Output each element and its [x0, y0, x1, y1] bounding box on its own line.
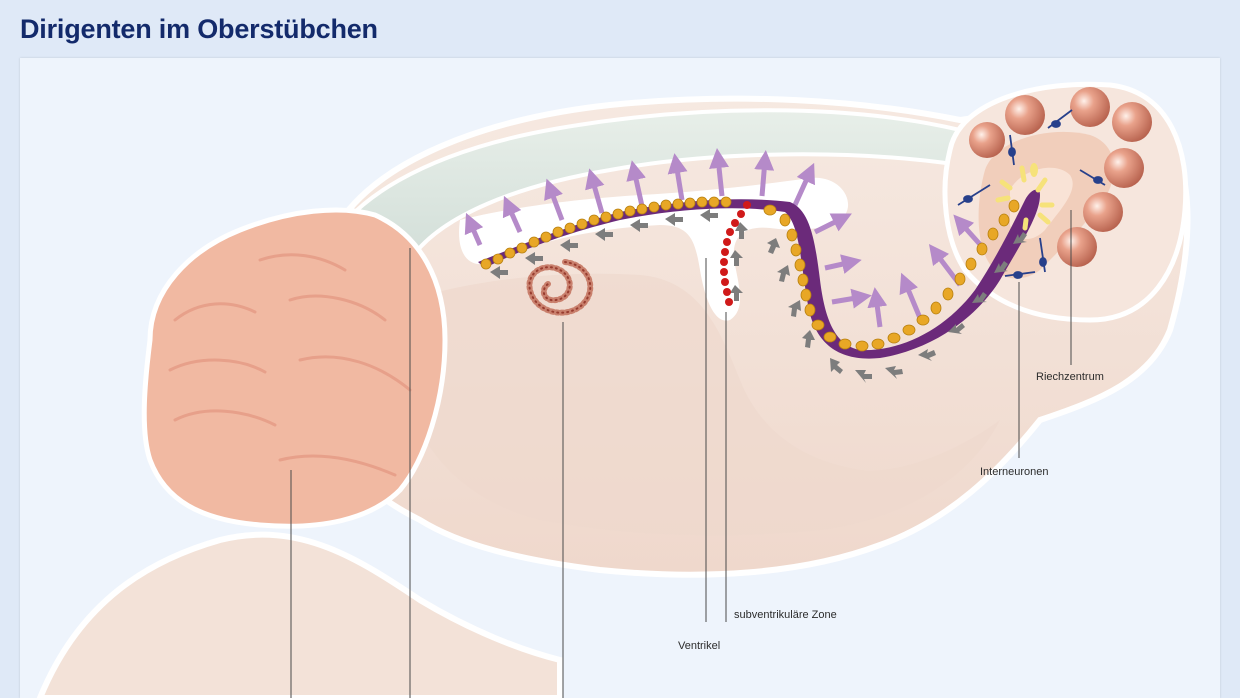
label-subventrikulaere-zone: subventrikuläre Zone [734, 609, 837, 621]
flow-arrows [490, 209, 1027, 383]
interneuron-1 [1047, 109, 1073, 129]
brain-inner [404, 273, 1001, 536]
leader-lines [290, 210, 1072, 698]
label-ventrikel: Ventrikel [678, 640, 721, 652]
interneuron-4 [957, 184, 991, 206]
label-riechzentrum: Riechzentrum [1036, 371, 1104, 383]
interneuron-5 [1039, 237, 1047, 273]
brain-stem [36, 531, 563, 698]
radial-arrows [464, 148, 987, 328]
label-interneuronen: Interneuronen [980, 466, 1049, 478]
interneuron-2 [1008, 134, 1016, 166]
migrating-cells [480, 196, 1020, 352]
glow-cell [1030, 163, 1038, 177]
svz-cells [720, 201, 751, 306]
glow-rays [995, 165, 1055, 231]
page-title: Dirigenten im Oberstübchen [20, 14, 378, 44]
interneurons [957, 109, 1106, 279]
cerebellum [141, 207, 448, 529]
interneuron-3 [1079, 169, 1106, 186]
olfactory-glomeruli [969, 87, 1152, 267]
hippocampus-spiral [526, 259, 594, 316]
interneuron-6 [1004, 271, 1036, 279]
ventricle [459, 177, 849, 321]
